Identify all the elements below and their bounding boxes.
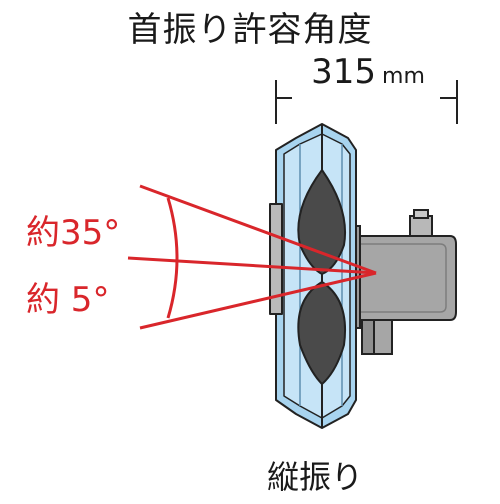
fan-guard-icon (269, 123, 357, 429)
caption: 縦振り (266, 458, 363, 496)
angle-up-label: 約35° (26, 213, 121, 253)
fan-blade-icon (297, 168, 347, 386)
motor-housing-icon (345, 209, 457, 355)
page-title: 首振り許容角度 (127, 10, 373, 50)
angle-lines (127, 184, 377, 330)
angle-down-label: 約 5° (26, 280, 110, 320)
dimension-unit: mm (382, 64, 425, 89)
dimension-value: 315 (311, 52, 377, 92)
dimension-line (275, 80, 458, 124)
